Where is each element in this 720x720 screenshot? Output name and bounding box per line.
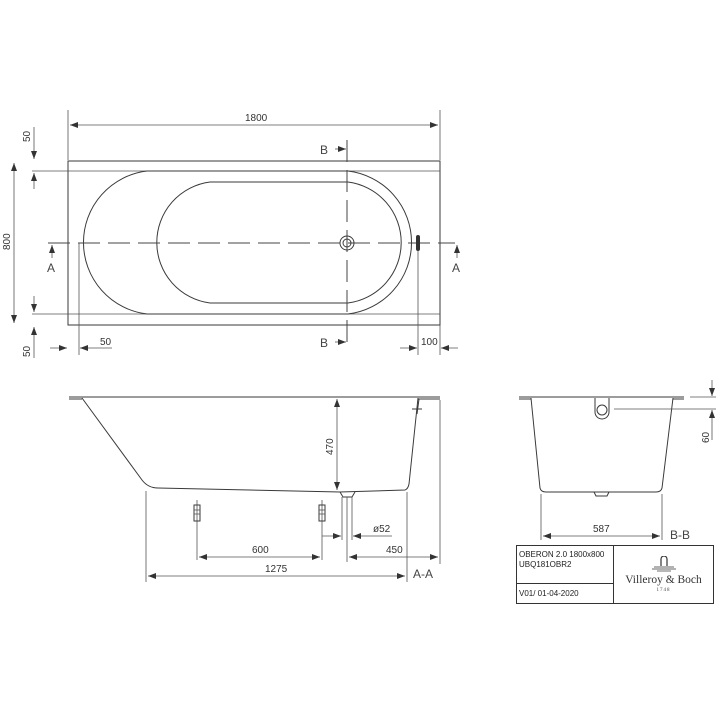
section-b-b-label: B-B — [670, 528, 690, 542]
dim-depth-470: 470 — [325, 438, 336, 455]
dim-base-587: 587 — [593, 524, 610, 535]
dim-foot-spacing-600: 600 — [252, 545, 269, 556]
section-b-b-view: 60 587 B-B — [519, 380, 716, 542]
article-code: UBQ181OBR2 — [519, 560, 572, 569]
section-a-left: A — [47, 261, 55, 275]
title-block: OBERON 2.0 1800x800 UBQ181OBR2 V01/ 01-0… — [516, 545, 714, 604]
brand-logo: Villeroy & Boch 1748 — [614, 546, 713, 603]
section-a-a-view: 470 ø52 600 450 1275 A-A — [69, 396, 441, 582]
dim-width-800: 800 — [2, 233, 13, 250]
section-a-right: A — [452, 261, 460, 275]
faucet-icon — [651, 556, 676, 572]
dim-rim-bottom-50: 50 — [22, 345, 33, 357]
title-product: OBERON 2.0 1800x800 UBQ181OBR2 — [517, 546, 613, 584]
section-b-top: B — [320, 143, 328, 157]
section-b-bottom: B — [320, 336, 328, 350]
foot-left — [193, 500, 201, 560]
brand-name: Villeroy & Boch — [625, 574, 702, 586]
top-view: 1800 800 50 50 50 100 A A B B — [2, 110, 460, 358]
product-name: OBERON 2.0 1800x800 — [519, 550, 605, 559]
dim-base-1275: 1275 — [265, 564, 288, 575]
section-a-a-label: A-A — [413, 567, 433, 581]
dim-rim-top-50: 50 — [22, 130, 33, 142]
dim-overflow-100: 100 — [421, 337, 438, 348]
foot-right — [318, 500, 326, 560]
brand-year: 1748 — [656, 588, 671, 593]
dim-drain-450: 450 — [386, 545, 403, 556]
dim-drain-diameter: ø52 — [373, 524, 391, 535]
dim-overflow-60: 60 — [701, 431, 712, 443]
dim-rim-left-50: 50 — [100, 337, 112, 348]
version-date: V01/ 01-04-2020 — [519, 589, 579, 598]
dim-length-1800: 1800 — [245, 113, 268, 124]
